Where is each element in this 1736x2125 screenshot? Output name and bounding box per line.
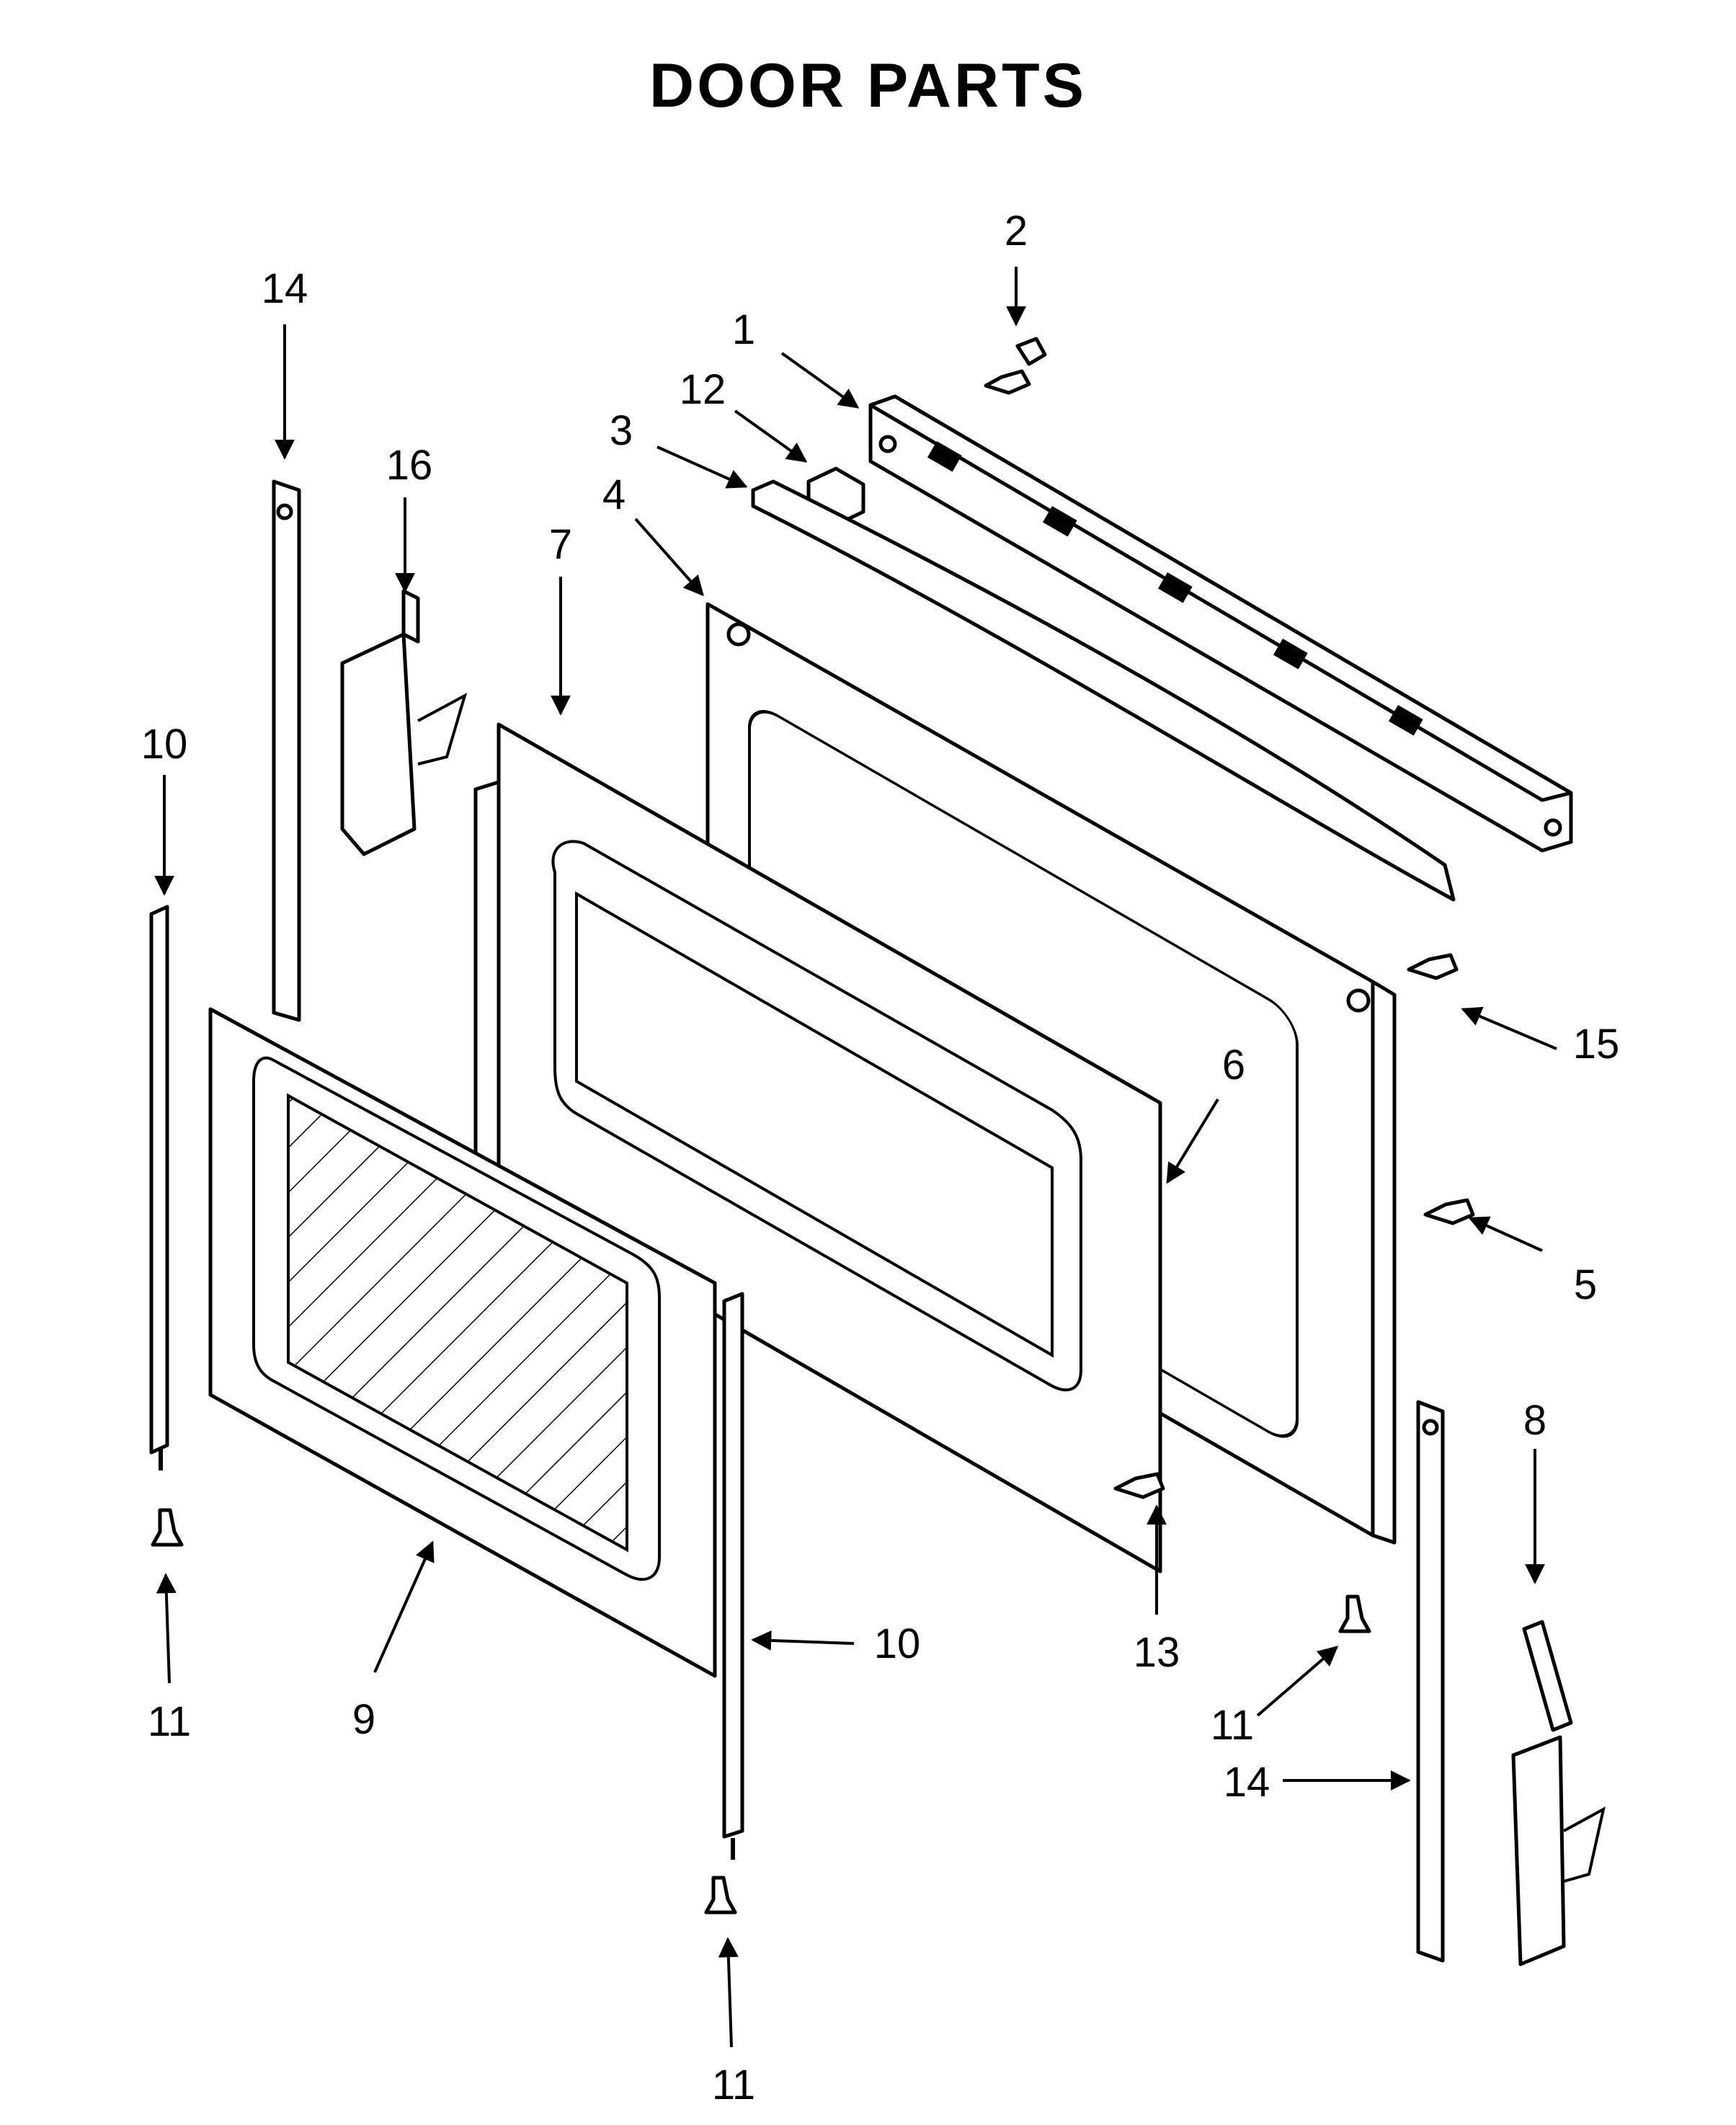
callout-3: 3 — [610, 407, 633, 454]
callout-4: 4 — [602, 471, 626, 518]
part-14-hinge-rail-left — [272, 479, 301, 1022]
part-11-screw-b — [704, 1876, 737, 1915]
part-2-screw — [984, 337, 1047, 395]
part-15-screw — [1407, 953, 1459, 980]
callout-2: 2 — [1005, 208, 1028, 254]
part-1-vent-trim — [868, 394, 1573, 853]
callout-16: 16 — [386, 442, 433, 489]
part-5-screw — [1423, 1198, 1475, 1225]
callout-9: 9 — [352, 1696, 375, 1743]
callout-12: 12 — [680, 366, 726, 413]
callout-14-right: 14 — [1224, 1759, 1270, 1806]
leader-lines — [154, 267, 1557, 2048]
callout-7: 7 — [549, 521, 572, 568]
part-16-hinge — [340, 589, 468, 856]
callout-14-left: 14 — [262, 265, 308, 312]
callout-6: 6 — [1222, 1042, 1245, 1088]
page-title: DOOR PARTS — [649, 51, 1087, 120]
part-11-screw-a — [151, 1508, 184, 1547]
part-11-screw-c — [1338, 1594, 1371, 1633]
part-10-side-trim-right — [722, 1292, 744, 1860]
callout-labels: 1 2 3 4 5 6 7 8 9 10 10 11 11 11 11 12 1… — [141, 208, 1620, 2108]
callout-1: 1 — [732, 306, 755, 353]
part-9-outer-door — [208, 1007, 717, 1678]
part-14-hinge-rail-right — [1416, 1400, 1445, 1963]
callout-11-bottom: 11 — [712, 2062, 755, 2108]
callout-11-left: 11 — [148, 1698, 191, 1745]
callout-10-left: 10 — [141, 721, 188, 768]
callout-10-right: 10 — [874, 1620, 921, 1667]
part-3-handle — [751, 479, 1456, 902]
part-13-screw — [1113, 1472, 1165, 1499]
callout-11-right: 11 — [1211, 1702, 1254, 1749]
callout-5: 5 — [1574, 1261, 1597, 1308]
callout-8: 8 — [1523, 1397, 1546, 1444]
callout-15: 15 — [1573, 1021, 1620, 1068]
part-10-side-trim-left — [149, 905, 169, 1470]
part-8-hinge — [1511, 1620, 1606, 1966]
callout-13: 13 — [1134, 1629, 1180, 1676]
